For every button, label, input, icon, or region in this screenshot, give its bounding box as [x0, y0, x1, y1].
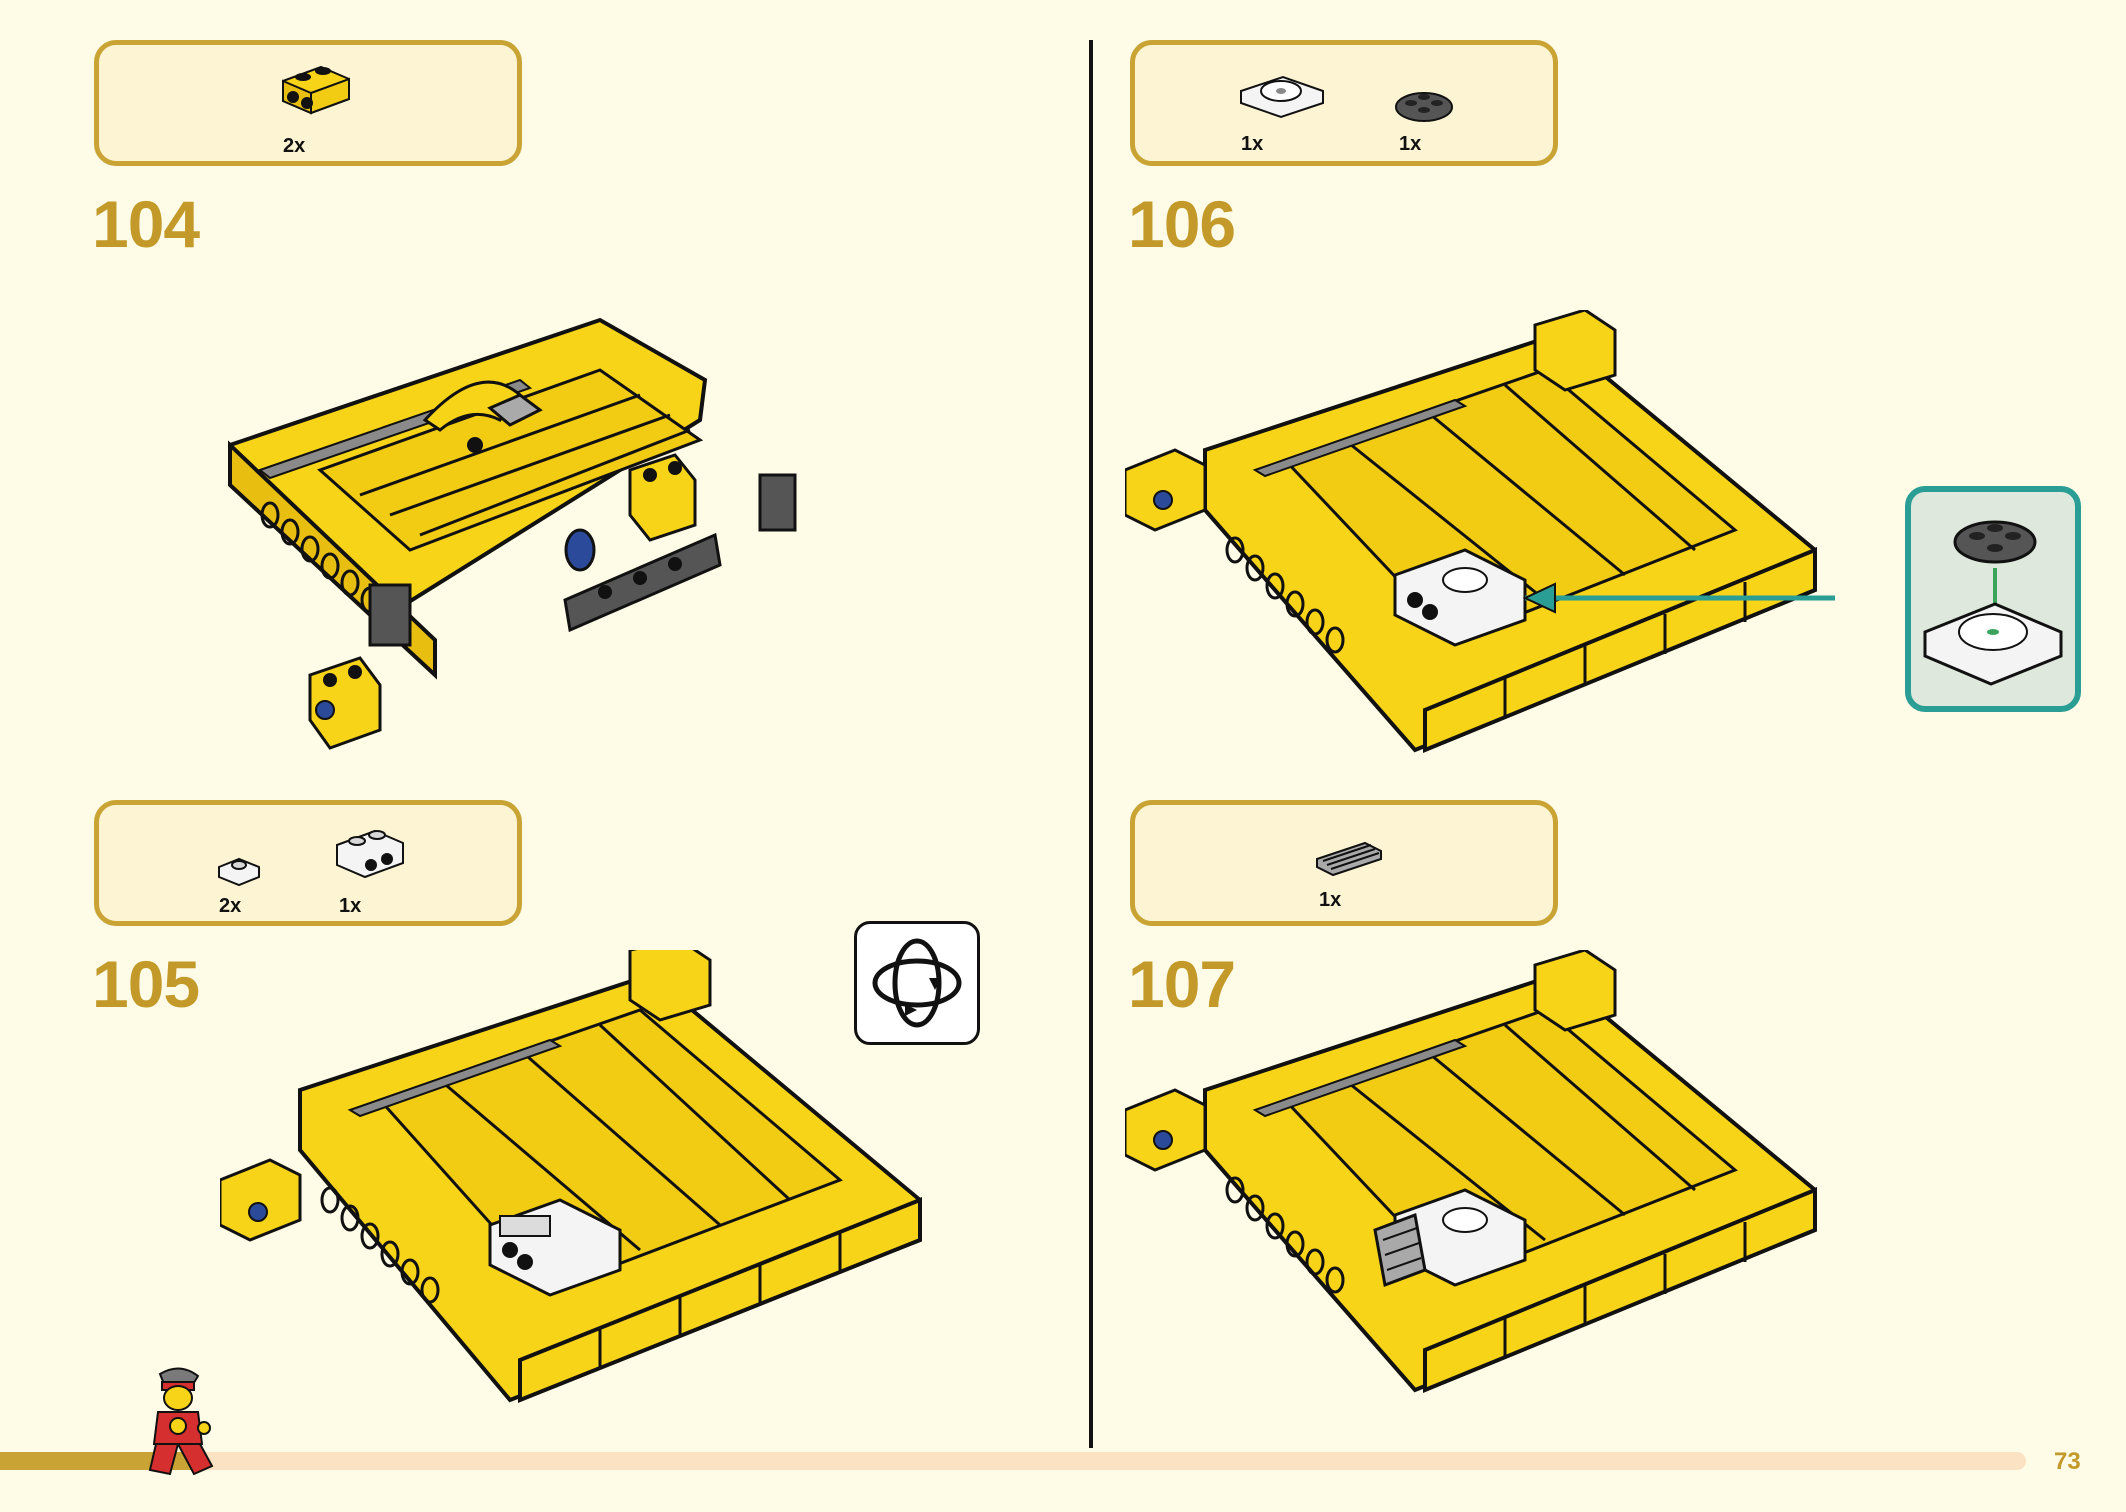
- model-step-106: [1125, 310, 1835, 753]
- parts-box-step-107: 1x: [1130, 800, 1558, 926]
- yellow-technic-brick-1x2-icon: [277, 59, 355, 122]
- part-qty: 1x: [339, 895, 362, 917]
- step-number-107: 107: [1128, 947, 1236, 1021]
- parts-box-step-106: 1x 1x: [1130, 40, 1558, 166]
- part-qty: 1x: [1399, 133, 1422, 155]
- step-number-106: 106: [1128, 187, 1236, 261]
- progress-track: [0, 1452, 2026, 1470]
- black-round-plate-icon: [1391, 83, 1457, 132]
- model-step-107: [1125, 950, 1817, 1393]
- page-divider: [1089, 40, 1093, 1448]
- black-round-plate-icon: [1953, 520, 2037, 564]
- sub-assembly-callout: [1905, 486, 2081, 712]
- gray-grille-tile-icon: [1313, 837, 1385, 882]
- rotate-model-icon: [854, 921, 980, 1045]
- parts-box-step-104: 2x: [94, 40, 522, 166]
- white-plate-1x1-icon: [215, 851, 263, 896]
- part-qty: 1x: [1241, 133, 1264, 155]
- part-qty: 2x: [219, 895, 242, 917]
- model-step-104: [228, 317, 797, 750]
- step-number-105: 105: [92, 947, 200, 1021]
- page-number: 73: [2054, 1448, 2081, 1475]
- white-technic-brick-1x2-icon: [331, 823, 409, 886]
- minifigure-runner-icon: [140, 1362, 220, 1487]
- part-qty: 2x: [283, 135, 306, 157]
- parts-box-step-105: 2x 1x: [94, 800, 522, 926]
- part-qty: 1x: [1319, 889, 1342, 911]
- progress-fill: [0, 1452, 200, 1470]
- white-turntable-base-icon: [1235, 73, 1327, 126]
- white-turntable-base-icon: [1923, 602, 2063, 686]
- step-number-104: 104: [92, 187, 200, 261]
- model-step-105: [220, 950, 922, 1403]
